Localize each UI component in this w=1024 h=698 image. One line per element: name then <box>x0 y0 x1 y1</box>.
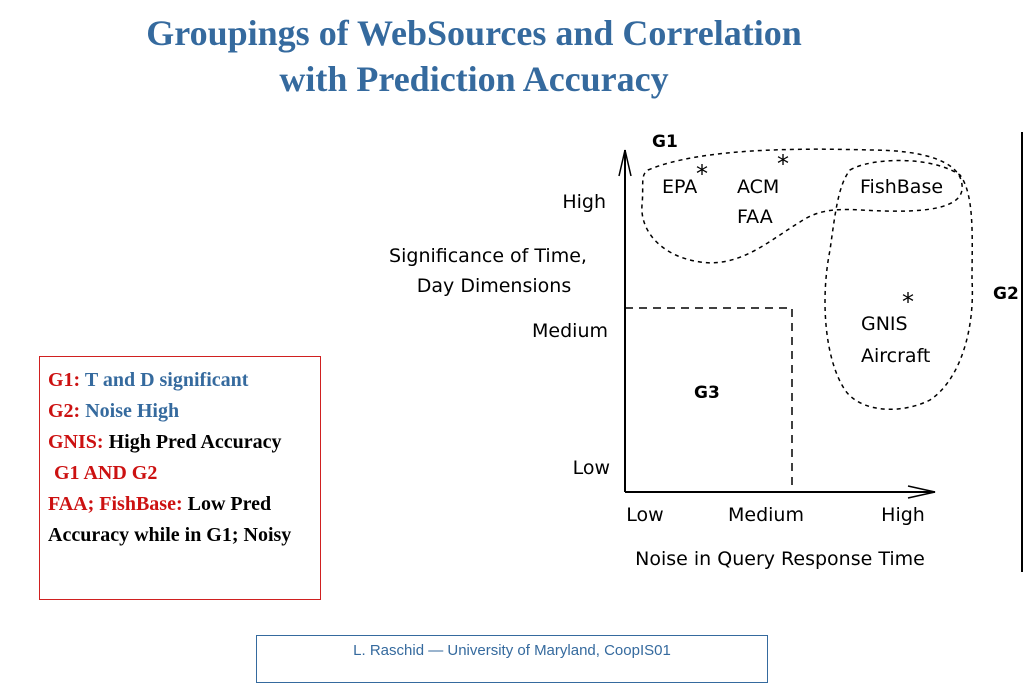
legend-g1-text: T and D significant <box>84 369 249 391</box>
legend-g2-key: G2: <box>48 400 81 422</box>
group-label-g2: G2 <box>993 284 1019 304</box>
slide-title: Groupings of WebSources and Correlation … <box>0 10 948 102</box>
legend-g1andg2: G1 AND G2 <box>48 458 314 489</box>
legend-g1: G1: T and D significant <box>48 365 314 396</box>
x-tick-low: Low <box>626 504 663 526</box>
legend-g2: G2: Noise High <box>48 396 314 427</box>
source-epa: EPA <box>662 176 697 198</box>
star-epa: * <box>696 160 708 188</box>
title-line-2: with Prediction Accuracy <box>279 59 669 99</box>
legend-g2-text: Noise High <box>85 400 180 422</box>
source-faa: FAA <box>737 206 773 228</box>
x-tick-high: High <box>881 504 925 526</box>
group-label-g3: G3 <box>694 383 720 403</box>
g1-region <box>641 148 963 264</box>
source-acm: ACM <box>737 176 779 198</box>
legend-gnis-key: GNIS: <box>48 431 104 453</box>
group-label-g1: G1 <box>652 132 678 152</box>
source-aircraft: Aircraft <box>861 345 930 367</box>
y-axis-title-line-1: Significance of Time, <box>389 245 587 267</box>
y-axis-title-line-2: Day Dimensions <box>417 275 571 297</box>
footer-text: L. Raschid — University of Maryland, Coo… <box>353 642 671 659</box>
source-fishbase: FishBase <box>860 176 943 198</box>
y-axis-arrow <box>618 149 632 177</box>
g2-region <box>824 159 974 410</box>
x-tick-medium: Medium <box>728 504 804 526</box>
footer-box: L. Raschid — University of Maryland, Coo… <box>256 635 768 683</box>
y-tick-low: Low <box>573 457 610 479</box>
y-tick-medium: Medium <box>532 320 608 342</box>
star-gnis: * <box>902 288 914 316</box>
x-axis-arrow <box>907 485 936 499</box>
legend-box: G1: T and D significant G2: Noise High G… <box>39 356 321 600</box>
y-tick-high: High <box>562 191 606 213</box>
source-gnis: GNIS <box>861 313 908 335</box>
legend-g1-key: G1: <box>48 369 81 391</box>
star-acm: * <box>777 150 789 178</box>
legend-faa-key: FAA; FishBase: <box>48 493 183 515</box>
legend-faa: FAA; FishBase: Low Pred Accuracy while i… <box>48 489 314 551</box>
title-line-1: Groupings of WebSources and Correlation <box>146 13 802 53</box>
legend-gnis: GNIS: High Pred Accuracy <box>48 427 314 458</box>
legend-gnis-text: High Pred Accuracy <box>108 431 282 453</box>
legend-faa-text: Low Pred Accuracy while in G1; Noisy <box>48 493 292 546</box>
legend-g1andg2-text: G1 AND G2 <box>54 462 158 484</box>
x-axis-title: Noise in Query Response Time <box>635 548 925 570</box>
